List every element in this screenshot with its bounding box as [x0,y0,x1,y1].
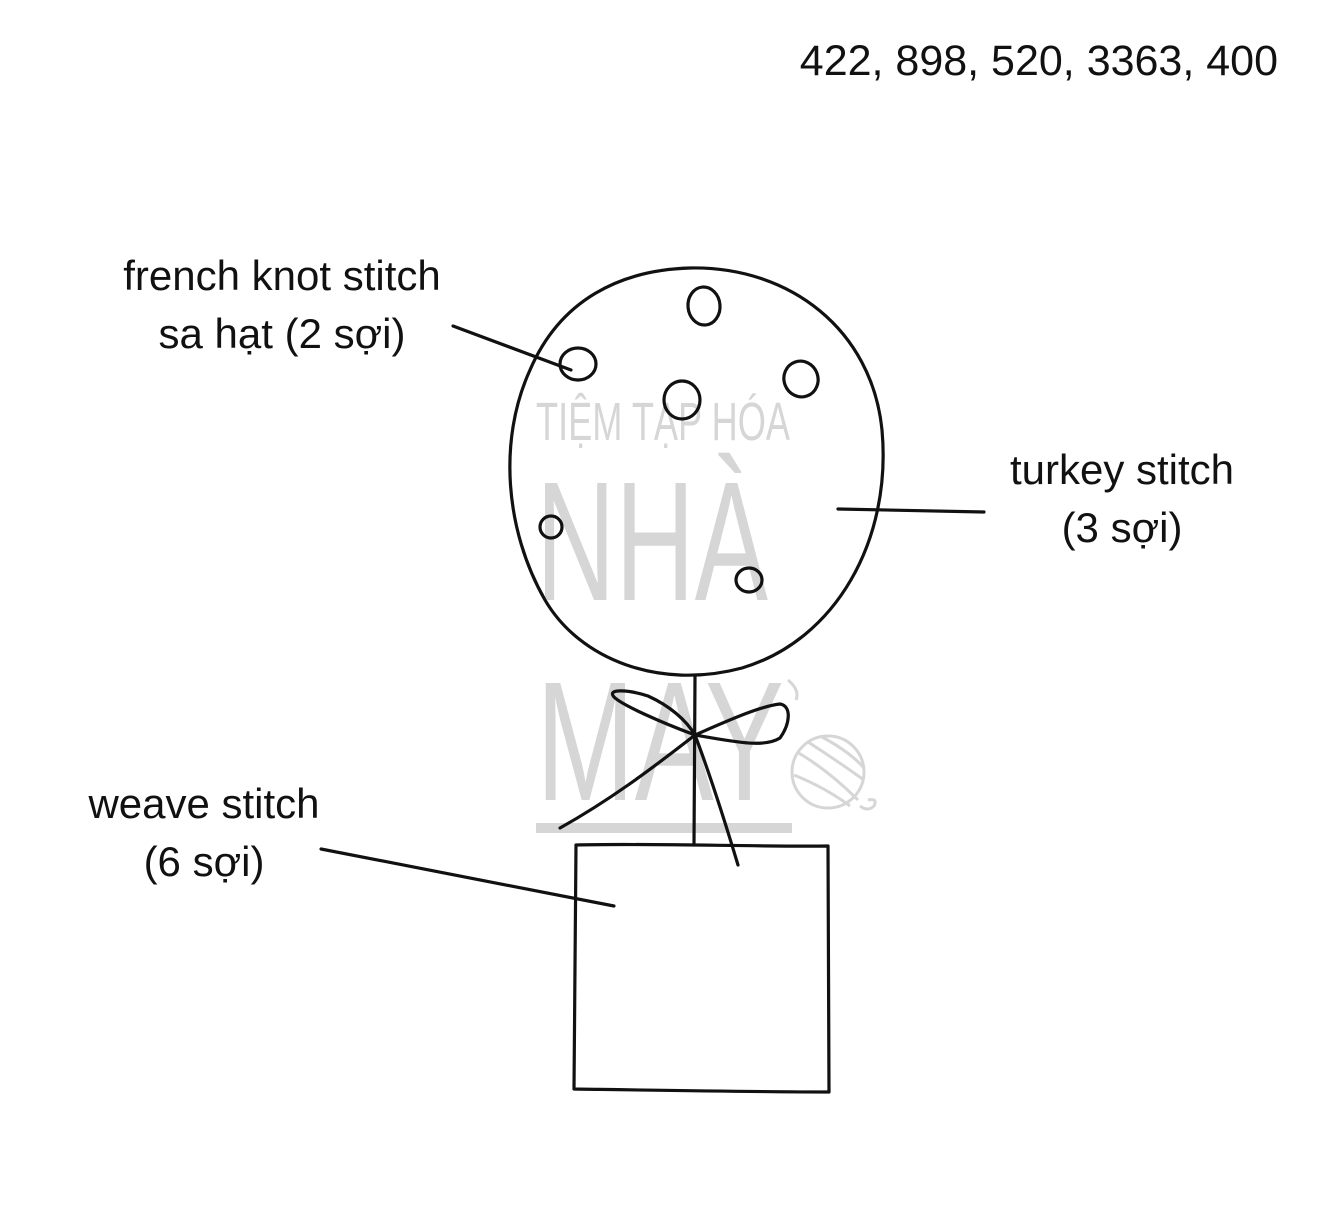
tree-crown [508,266,885,677]
bow-right-loop [693,702,790,745]
label-turkey-line1: turkey stitch [1009,446,1235,493]
label-weave-stitch: weave stitch (6 sợi) [74,775,334,891]
bow-ribbon-left [558,733,697,830]
label-french-knot-stitch: french knot stitch sa hạt (2 sợi) [104,247,460,363]
french-knot-dot [662,379,702,421]
leader-line-french-knot [451,324,573,372]
watermark-line2: NHÀ [536,447,768,637]
yarn-ball-icon [787,678,877,811]
leader-line-turkey [836,507,986,514]
french-knot-dot [686,285,722,327]
french-knot-dot [558,346,598,382]
topiary-drawing [319,266,986,1094]
label-french-knot-line1: french knot stitch [123,252,441,299]
french-knot-dot [538,514,564,540]
pot [572,842,831,1094]
tree-trunk [692,675,697,847]
thread-color-codes: 422, 898, 520, 3363, 400 [799,37,1278,85]
watermark-underline [536,823,792,833]
label-turkey-stitch: turkey stitch (3 sợi) [996,441,1248,557]
label-french-knot-line2: sa hạt (2 sợi) [158,310,406,357]
leader-line-weave [319,847,616,908]
bow-ribbon-right [693,733,740,867]
french-knot-dot [734,566,764,594]
bow-left-loop [610,689,697,737]
french-knot-dot [782,359,820,399]
label-weave-line2: (6 sợi) [143,838,265,885]
label-weave-line1: weave stitch [88,780,320,827]
label-turkey-line2: (3 sợi) [1061,504,1183,551]
